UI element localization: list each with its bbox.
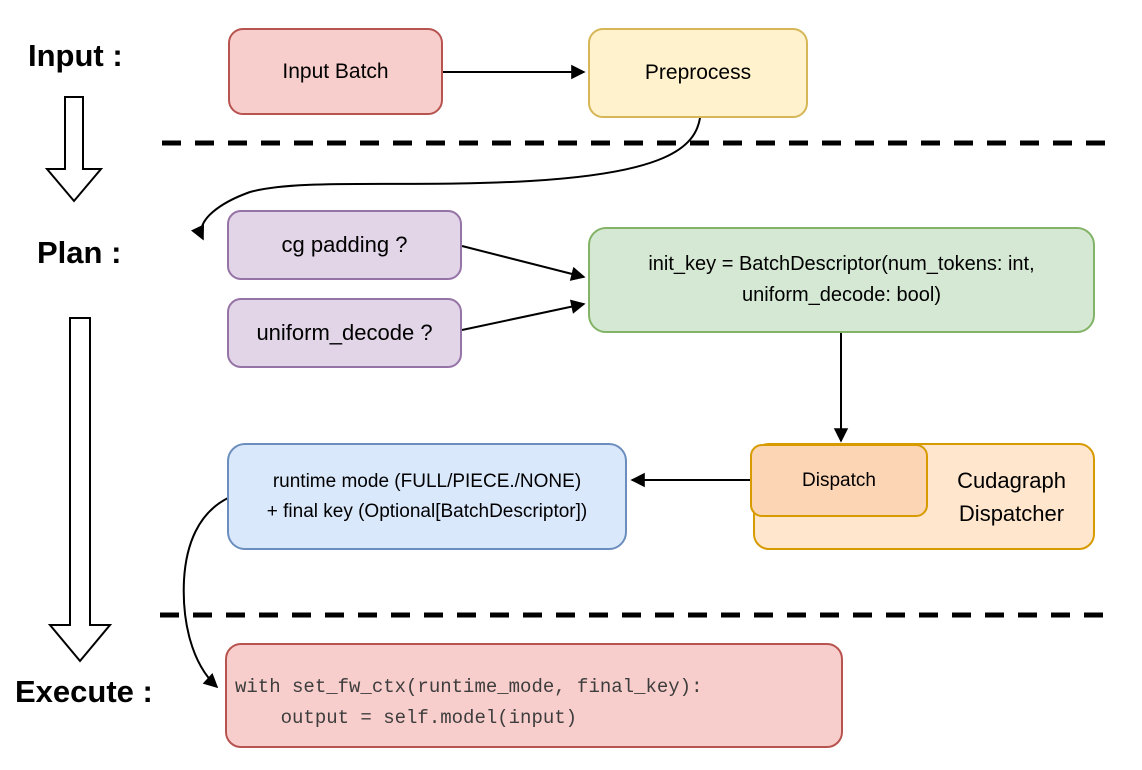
node-runtime-mode-line1: runtime mode (FULL/PIECE./NONE) (272, 470, 582, 492)
node-input-batch: Input Batch (228, 28, 443, 115)
cudagraph-label-line1: Cudagraph (957, 467, 1066, 493)
node-preprocess: Preprocess (588, 28, 808, 118)
execute-code-line1: with set_fw_ctx(runtime_mode, final_key)… (235, 675, 703, 698)
node-init-key-line1: init_key = BatchDescriptor(num_tokens: i… (648, 253, 1035, 275)
node-cg-padding-label: cg padding ? (281, 232, 408, 257)
node-dispatch-label: Dispatch (802, 469, 876, 491)
arrow-cg-padding-to-init-key (461, 245, 586, 281)
node-cg-padding: cg padding ? (227, 210, 462, 280)
node-runtime-mode-line2: + final key (Optional[BatchDescriptor]) (266, 500, 588, 522)
arrow-preprocess-to-cg-padding (191, 117, 701, 241)
node-init-key-line2: uniform_decode: bool) (741, 284, 941, 306)
node-preprocess-label: Preprocess (644, 61, 752, 84)
arrow-runtime-mode-to-execute-code (182, 497, 229, 689)
node-runtime-mode: runtime mode (FULL/PIECE./NONE) + final … (227, 443, 627, 550)
block-arrow-input-to-plan (44, 96, 104, 203)
section-label-input: Input : (28, 38, 123, 73)
node-init-key: init_key = BatchDescriptor(num_tokens: i… (588, 227, 1095, 333)
node-execute-code: with set_fw_ctx(runtime_mode, final_key)… (225, 643, 843, 748)
block-arrow-plan-to-execute (47, 317, 113, 663)
node-uniform-decode-label: uniform_decode ? (256, 320, 433, 345)
node-cudagraph-dispatcher-label: Cudagraph Dispatcher (928, 443, 1095, 550)
execute-code-line2: output = self.model(input) (235, 706, 578, 729)
cudagraph-label-line2: Dispatcher (958, 500, 1065, 526)
section-label-execute: Execute : (15, 674, 153, 709)
section-label-plan: Plan : (37, 235, 122, 270)
node-input-batch-label: Input Batch (282, 59, 389, 83)
node-uniform-decode: uniform_decode ? (227, 298, 462, 368)
arrow-uniform-decode-to-init-key (461, 299, 586, 331)
node-dispatch: Dispatch (750, 444, 928, 517)
